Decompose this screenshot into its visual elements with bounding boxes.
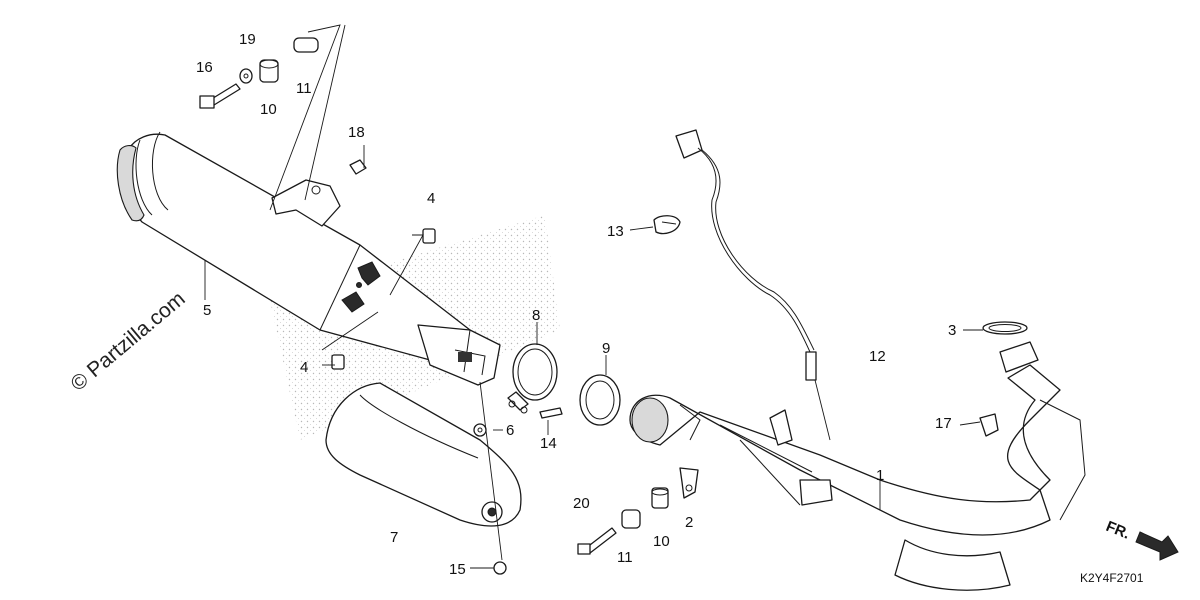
part-bolt-20 <box>577 527 617 555</box>
part-grommet-4-upper <box>422 228 436 244</box>
callout-10-lower: 10 <box>653 533 670 550</box>
part-washer-19 <box>239 68 253 84</box>
part-o2-sensor <box>675 129 831 441</box>
part-bolt-14 <box>539 407 563 419</box>
callout-11-upper: 11 <box>296 80 312 97</box>
part-screw-15 <box>493 561 507 575</box>
part-collar-lower <box>651 487 669 509</box>
callout-10-upper: 10 <box>260 101 277 118</box>
callout-19: 19 <box>239 31 256 48</box>
callout-1: 1 <box>876 467 884 484</box>
callout-4-upper: 4 <box>427 190 435 207</box>
callout-6: 6 <box>506 422 514 439</box>
callout-5: 5 <box>203 302 211 319</box>
part-rubber-upper <box>293 37 319 53</box>
callout-13: 13 <box>607 223 624 240</box>
callout-16: 16 <box>196 59 213 76</box>
diagram-code: K2Y4F2701 <box>1080 571 1144 585</box>
part-wire-clamp <box>653 215 681 235</box>
callout-20: 20 <box>573 495 590 512</box>
part-collar-upper <box>259 59 279 83</box>
watermark: © Partzilla.com <box>66 287 189 396</box>
callout-7: 7 <box>390 529 398 546</box>
callout-14: 14 <box>540 435 557 452</box>
callout-4-lower: 4 <box>300 359 308 376</box>
part-band-clamp <box>507 343 558 414</box>
callout-2: 2 <box>685 514 693 531</box>
part-gasket <box>982 321 1028 335</box>
part-exhaust-pipe <box>629 341 1086 591</box>
part-grommet-4-lower <box>331 354 345 370</box>
part-rubber-lower <box>621 509 641 529</box>
part-stay-bracket <box>679 467 699 499</box>
callout-9: 9 <box>602 340 610 357</box>
callout-12: 12 <box>869 348 886 365</box>
callout-8: 8 <box>532 307 540 324</box>
callout-18: 18 <box>348 124 365 141</box>
leader-lines <box>204 24 983 569</box>
part-nut-18 <box>349 159 367 175</box>
callout-3: 3 <box>948 322 956 339</box>
part-nut-6 <box>473 423 487 437</box>
part-muffler <box>116 131 501 386</box>
callout-17: 17 <box>935 415 952 432</box>
part-cap-nut <box>979 413 999 437</box>
part-bolt-16 <box>199 83 241 109</box>
front-marker-label: FR. <box>1104 518 1133 543</box>
callout-labels: 1 2 3 4 4 5 6 7 8 9 10 10 11 11 12 13 14… <box>196 31 956 578</box>
part-gasket-ring <box>579 374 621 426</box>
callout-15: 15 <box>449 561 466 578</box>
front-direction-arrow <box>1135 531 1179 561</box>
callout-11-lower: 11 <box>617 549 633 566</box>
part-heat-protector <box>325 382 522 527</box>
